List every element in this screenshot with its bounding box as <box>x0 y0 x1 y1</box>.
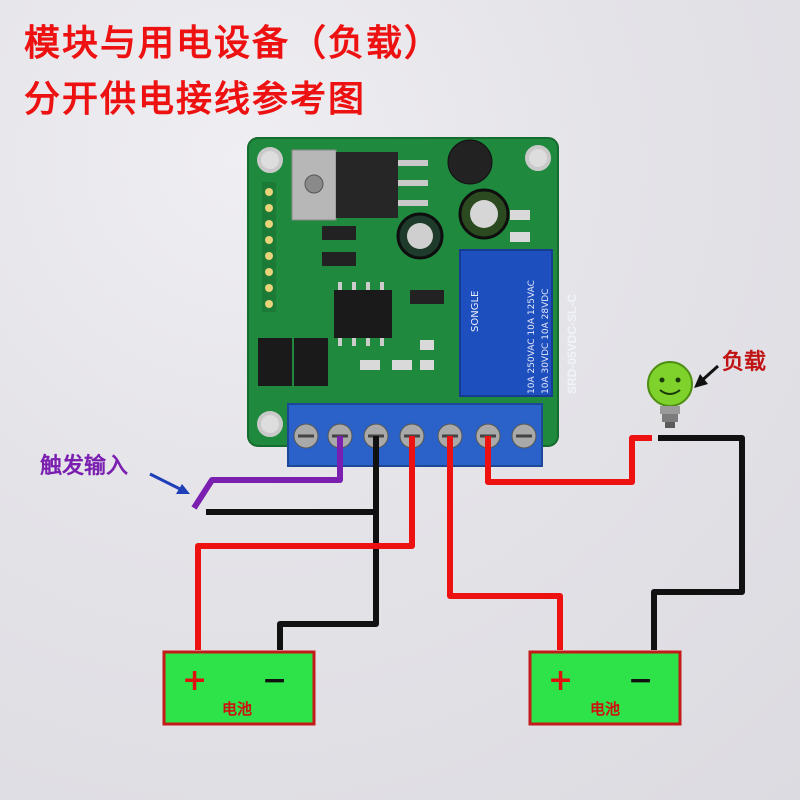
optocoupler <box>294 338 328 386</box>
load-bulb-icon <box>647 361 693 428</box>
battery-1: + − <box>162 650 316 726</box>
diode <box>410 290 444 304</box>
battery-1-plus: + <box>182 663 207 698</box>
mounting-hole <box>525 145 551 171</box>
battery-2-plus: + <box>548 663 573 698</box>
trigger-input-label: 触发输入 <box>40 453 129 479</box>
relay: SONGLE SRD-05VDC-SL-C 10A 250VAC 10A 125… <box>459 249 579 397</box>
title-line-2: 分开供电接线参考图 <box>24 78 367 120</box>
electrolytic-capacitor <box>458 188 510 240</box>
inductor <box>447 139 493 185</box>
battery-2-label: 电池 <box>590 700 621 718</box>
relay-rating-2: 10A 30VDC 10A 28VDC <box>541 289 551 394</box>
battery-2: + − <box>528 650 682 726</box>
optocoupler <box>258 338 292 386</box>
ic-chip <box>334 282 392 346</box>
relay-brand: SONGLE <box>470 291 481 332</box>
battery-2-minus: − <box>628 663 653 698</box>
diode <box>322 252 356 266</box>
negative-wires <box>206 435 745 650</box>
voltage-regulator <box>291 149 428 221</box>
relay-rating-1: 10A 250VAC 10A 125VAC <box>527 280 537 394</box>
load-label: 负载 <box>722 349 767 375</box>
pin-header <box>262 182 276 312</box>
electrolytic-capacitor <box>396 212 444 260</box>
title-line-1: 模块与用电设备（负载） <box>24 22 443 64</box>
load-arrow-head <box>694 374 708 388</box>
battery-1-label: 电池 <box>222 700 253 718</box>
trigger-arrow-head <box>176 484 190 494</box>
battery-1-minus: − <box>262 663 287 698</box>
relay-module-board: SONGLE SRD-05VDC-SL-C 10A 250VAC 10A 125… <box>247 137 579 467</box>
mounting-hole <box>257 147 283 173</box>
diode <box>322 226 356 240</box>
terminal-screw <box>511 423 537 449</box>
relay-model: SRD-05VDC-SL-C <box>565 294 579 394</box>
terminal-screw <box>293 423 319 449</box>
positive-wires <box>195 435 652 650</box>
mounting-hole <box>257 411 283 437</box>
trigger-wire <box>191 436 343 510</box>
